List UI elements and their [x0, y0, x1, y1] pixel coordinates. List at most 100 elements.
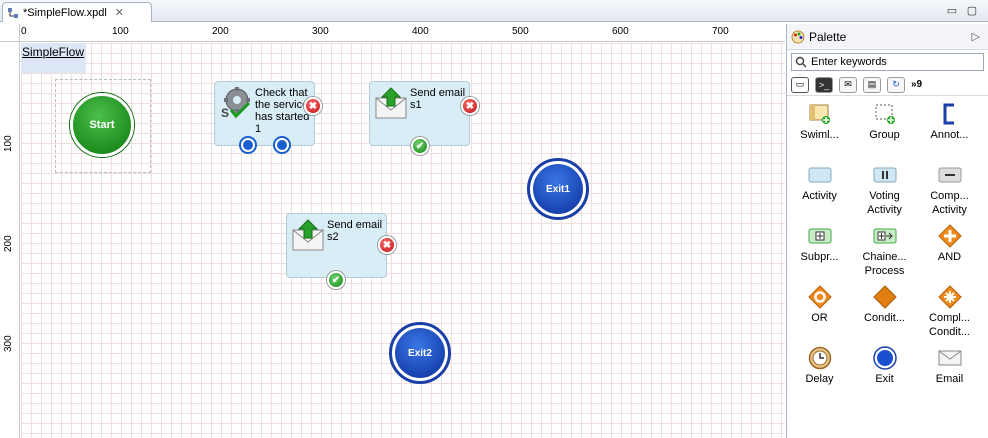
maximize-button[interactable]: ▢: [966, 4, 978, 17]
annotation-icon: [943, 103, 954, 125]
collapse-arrow-icon[interactable]: ▷: [971, 31, 980, 43]
exit-icon: [872, 346, 897, 370]
ruler-label: 100: [112, 26, 129, 37]
tab-general-icon[interactable]: ▭: [791, 76, 809, 93]
palette-icon: [791, 30, 805, 43]
palette-item-delay[interactable]: Delay: [787, 346, 852, 407]
diagram-canvas[interactable]: SimpleFlow Start S Check that the servic…: [21, 43, 785, 438]
editor-tab[interactable]: *SimpleFlow.xpdl ✕: [2, 2, 152, 22]
palette-search-input[interactable]: Enter keywords: [791, 53, 984, 71]
palette-item-label: AND: [937, 251, 962, 263]
palette-panel: Palette ▷ Enter keywords ▭ >_ ✉ ▤ ↻ »9 S…: [786, 24, 988, 438]
swimlane-icon: [809, 104, 830, 124]
minimize-button[interactable]: ▭: [946, 4, 958, 17]
editor-tab-bar: *SimpleFlow.xpdl ✕ ▭ ▢: [0, 0, 988, 22]
ruler-label: 300: [312, 26, 329, 37]
editor-tab-label: *SimpleFlow.xpdl: [23, 6, 107, 19]
tab-refresh-icon[interactable]: ↻: [887, 76, 905, 93]
exit-event-2[interactable]: Exit2: [389, 322, 451, 384]
palette-item-label: Delay: [805, 373, 834, 385]
palette-item-label: Chaine... Process: [862, 251, 907, 277]
voting-activity-icon: [873, 167, 896, 183]
ruler-label: 400: [412, 26, 429, 37]
chained-process-icon: [873, 228, 896, 244]
activity-icon: [808, 167, 831, 183]
conditional-gateway-icon: [872, 285, 897, 309]
palette-item-voting-activity[interactable]: Voting Activity: [852, 163, 917, 224]
delay-icon: [808, 346, 831, 370]
ruler-label: 200: [212, 26, 229, 37]
exit-event-1[interactable]: Exit1: [527, 158, 589, 220]
tab-email-icon[interactable]: ✉: [839, 76, 857, 93]
palette-item-group[interactable]: Group: [852, 102, 917, 163]
ok-marker-icon[interactable]: ✔: [327, 271, 345, 289]
palette-item-activity[interactable]: Activity: [787, 163, 852, 224]
ruler-label: 0: [21, 26, 27, 37]
envelope-upload-icon: [292, 219, 324, 251]
palette-item-label: Voting Activity: [867, 190, 902, 216]
task-label: Send emails1: [410, 87, 466, 111]
selection-box: [55, 79, 151, 173]
and-gateway-icon: [937, 224, 962, 248]
task-send-emails2[interactable]: Send emails2 ✖ ✔: [286, 213, 396, 289]
palette-item-subprocess[interactable]: Subpr...: [787, 224, 852, 285]
window-controls: ▭ ▢: [946, 4, 978, 17]
ruler-label: 300: [3, 335, 14, 352]
tab-script-icon[interactable]: >_: [815, 76, 833, 93]
palette-title: Palette: [809, 29, 847, 44]
tab-document-icon[interactable]: ▤: [863, 76, 881, 93]
close-icon[interactable]: ✕: [114, 7, 124, 19]
palette-item-compensation-activity[interactable]: Comp... Activity: [917, 163, 982, 224]
ruler-label: 700: [712, 26, 729, 37]
palette-item-label: Email: [935, 373, 964, 385]
ruler-label: 100: [3, 135, 14, 152]
ok-marker-icon[interactable]: ✔: [411, 137, 429, 155]
or-gateway-icon: [807, 285, 832, 309]
error-marker-icon[interactable]: ✖: [461, 97, 479, 115]
palette-item-label: Subpr...: [800, 251, 839, 263]
task-label: Send emails2: [327, 219, 383, 243]
port-icon[interactable]: [239, 136, 257, 154]
svg-text:S: S: [221, 106, 229, 120]
palette-tabs: ▭ >_ ✉ ▤ ↻ »9: [787, 74, 988, 96]
palette-item-complex-conditional[interactable]: Compl... Condit...: [917, 285, 982, 346]
palette-item-label: Activity: [802, 190, 837, 202]
palette-item-and[interactable]: AND: [917, 224, 982, 285]
palette-item-label: Annot...: [930, 129, 969, 141]
palette-item-email[interactable]: Email: [917, 346, 982, 407]
palette-item-or[interactable]: OR: [787, 285, 852, 346]
error-marker-icon[interactable]: ✖: [304, 97, 322, 115]
task-send-emails1[interactable]: Send emails1 ✖ ✔: [369, 81, 479, 155]
palette-grid: Swiml... Group Annot... Activity Voting …: [787, 96, 988, 407]
palette-item-label: Compl... Condit...: [929, 312, 970, 338]
palette-item-exit[interactable]: Exit: [852, 346, 917, 407]
pool-label[interactable]: SimpleFlow: [21, 43, 86, 73]
palette-item-chained-process[interactable]: Chaine... Process: [852, 224, 917, 285]
palette-item-annotation[interactable]: Annot...: [917, 102, 982, 163]
complex-gateway-icon: [937, 285, 962, 309]
start-event[interactable]: Start: [70, 93, 134, 157]
task-check-service[interactable]: S Check that the service has started1 ✖: [214, 81, 322, 154]
palette-item-swimlane[interactable]: Swiml...: [787, 102, 852, 163]
palette-item-label: Condit...: [864, 312, 905, 324]
error-marker-icon[interactable]: ✖: [378, 236, 396, 254]
search-placeholder: Enter keywords: [811, 56, 887, 68]
palette-item-label: Group: [869, 129, 900, 141]
more-tabs-button[interactable]: »9: [911, 79, 923, 90]
vertical-ruler: 100 200 300: [0, 42, 20, 438]
palette-item-label: OR: [811, 312, 828, 324]
gear-check-icon: S: [221, 87, 251, 120]
port-icon[interactable]: [273, 136, 291, 154]
palette-header: Palette ▷: [787, 24, 988, 50]
palette-item-label: Exit: [875, 373, 894, 385]
exit-event-label: Exit1: [533, 164, 583, 214]
task-label: Check that the service has started1: [255, 87, 310, 135]
palette-item-label: Comp... Activity: [930, 190, 969, 216]
ruler-label: 500: [512, 26, 529, 37]
horizontal-ruler: 0 100 200 300 400 500 600 700: [20, 24, 785, 42]
email-icon: [938, 350, 961, 366]
ruler-corner: [0, 24, 20, 42]
palette-item-conditional[interactable]: Condit...: [852, 285, 917, 346]
compensation-activity-icon: [938, 167, 961, 183]
exit-event-label: Exit2: [395, 328, 445, 378]
